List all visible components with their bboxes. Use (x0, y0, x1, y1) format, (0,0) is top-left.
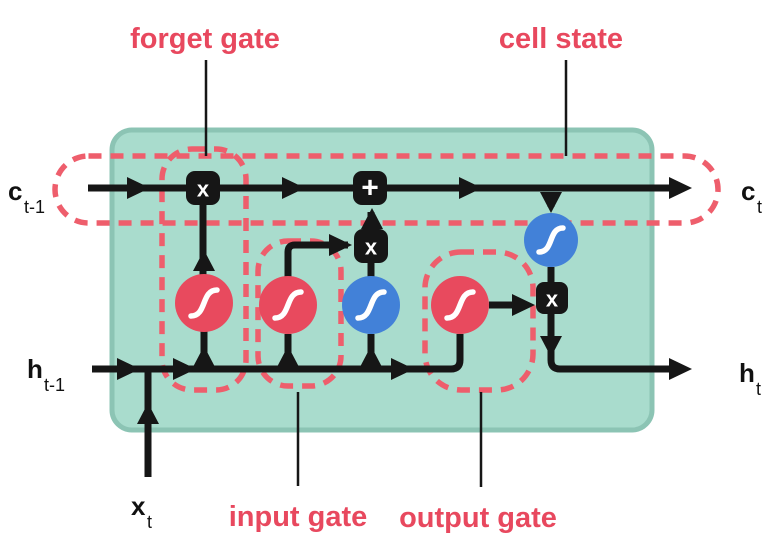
input-multiply-op (354, 229, 388, 263)
tanh-icon (536, 225, 566, 255)
hidden-output-wire (547, 314, 674, 373)
input-gate-region-outline (255, 238, 344, 389)
output-multiply-op (536, 282, 568, 314)
c-next-label: c (741, 176, 755, 206)
input-gate-label: input gate (229, 501, 368, 533)
arrow-icon (669, 358, 692, 380)
arrow-icon (193, 346, 215, 367)
c-next-subscript: t (757, 197, 762, 217)
plus-icon: + (361, 172, 379, 205)
arrow-icon (329, 234, 352, 256)
cell-state-label: cell state (499, 23, 623, 55)
arrow-icon (459, 177, 482, 199)
activation-nodes (175, 213, 578, 334)
h-prev-subscript: t-1 (44, 375, 65, 395)
operators: x + x x (186, 171, 568, 314)
arrow-icon (277, 346, 299, 367)
arrow-icon (512, 294, 535, 316)
arrow-icon (360, 346, 382, 367)
h-prev-label: h (27, 354, 43, 384)
sigmoid-icon (188, 287, 220, 319)
arrow-icon (669, 177, 692, 199)
arrow-icon (137, 403, 159, 424)
multiply-icon: x (546, 287, 559, 312)
arrow-icon (361, 208, 383, 229)
forget-multiply-op (186, 171, 220, 205)
x-input-label: x (131, 491, 146, 521)
arrow-icon (193, 250, 215, 271)
c-prev-subscript: t-1 (24, 197, 45, 217)
arrow-icon (391, 358, 414, 380)
tanh-icon (355, 289, 387, 321)
h-next-label: h (739, 358, 755, 388)
arrow-icon (173, 358, 196, 380)
multiply-icon: x (197, 177, 210, 202)
sigmoid-icon (444, 289, 476, 321)
cell-state-region-outline (52, 153, 721, 226)
annotation-labels: forget gate cell state input gate output… (130, 23, 623, 534)
output-gate-region-outline (422, 249, 536, 393)
multiply-icon: x (365, 235, 378, 260)
arrow-icon (282, 177, 305, 199)
c-prev-label: c (8, 176, 22, 206)
cell-add-op (353, 171, 387, 205)
arrow-icon (540, 336, 562, 357)
arrow-icon (540, 192, 562, 213)
forget-gate-label: forget gate (130, 23, 280, 55)
arrow-icon (117, 358, 140, 380)
sigmoid-icon (272, 289, 304, 321)
input-elbow-wire (284, 241, 348, 278)
x-input-subscript: t (147, 512, 152, 532)
output-gate-label: output gate (399, 502, 557, 534)
h-next-subscript: t (756, 379, 761, 399)
arrow-icon (127, 177, 150, 199)
io-labels: c t-1 c t h t-1 h t x t (8, 176, 762, 532)
arrowheads (117, 177, 692, 424)
hidden-input-wire (92, 334, 464, 373)
forget-gate-region-outline (159, 146, 249, 393)
